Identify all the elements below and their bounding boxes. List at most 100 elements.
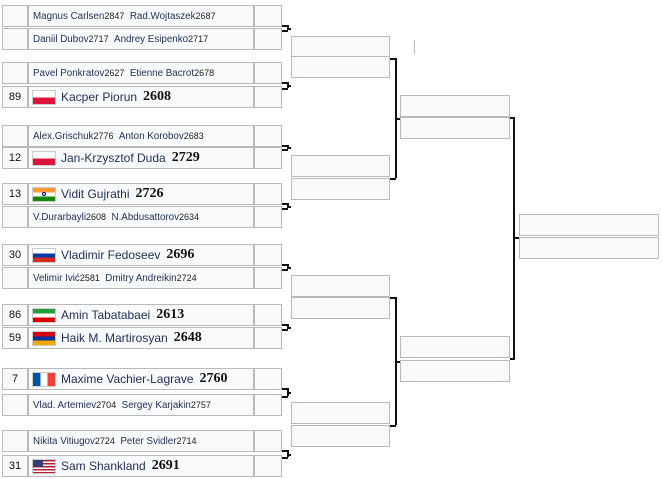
seed-cell bbox=[2, 430, 28, 452]
player-rating: 2613 bbox=[156, 307, 185, 322]
player-cell[interactable]: Alex.Grischuk 2776 Anton Korobov 2683 bbox=[28, 125, 254, 147]
seed-cell: 86 bbox=[2, 304, 28, 326]
player-cell[interactable]: Vlad. Artemiev 2704 Sergey Karjakin 2757 bbox=[28, 394, 254, 416]
seed-cell bbox=[2, 125, 28, 147]
bracket-connector bbox=[282, 145, 288, 147]
player-name: Andrey Esipenko bbox=[114, 33, 189, 45]
round2-slot[interactable] bbox=[291, 425, 390, 447]
player-rating: 2634 bbox=[179, 212, 200, 222]
player-cell[interactable]: Magnus Carlsen 2847 Rad.Wojtaszek 2687 bbox=[28, 5, 254, 27]
player-rating: 2678 bbox=[194, 68, 215, 78]
player-cell[interactable]: Vladimir Fedoseev 2696 bbox=[28, 244, 254, 266]
bracket-connector bbox=[282, 269, 288, 271]
bracket-connector bbox=[282, 82, 288, 84]
player-name: Vladimir Fedoseev bbox=[61, 248, 161, 262]
player-rating: 2757 bbox=[190, 400, 211, 410]
final-slot[interactable] bbox=[519, 237, 659, 259]
bracket-connector bbox=[287, 85, 291, 87]
player-name: Vidit Gujrathi bbox=[61, 187, 130, 201]
bracket-connector bbox=[282, 396, 288, 398]
player-rating: 2760 bbox=[199, 371, 228, 386]
round3-slot[interactable] bbox=[400, 336, 510, 358]
player-cell[interactable]: Kacper Piorun 2608 bbox=[28, 86, 254, 108]
seed-cell bbox=[2, 62, 28, 84]
bracket-connector bbox=[282, 457, 288, 459]
round2-slot[interactable] bbox=[291, 402, 390, 424]
flag-ru-icon bbox=[33, 248, 55, 262]
player-cell[interactable]: Velimir Ivić 2581 Dmitry Andreikin 2724 bbox=[28, 267, 254, 289]
final-slot[interactable] bbox=[519, 214, 659, 236]
bracket-connector bbox=[282, 208, 288, 210]
score-cell bbox=[254, 304, 282, 326]
player-cell[interactable]: Daniil Dubov 2717 Andrey Esipenko 2717 bbox=[28, 28, 254, 50]
seed-number: 31 bbox=[8, 460, 22, 472]
flag-in-icon bbox=[33, 187, 55, 201]
player-rating: 2724 bbox=[94, 436, 115, 446]
player-name: Sam Shankland bbox=[61, 459, 146, 473]
player-name: Jan-Krzysztof Duda bbox=[61, 151, 166, 165]
player-name: Velimir Ivić bbox=[33, 272, 80, 284]
bracket-connector bbox=[287, 28, 291, 30]
bracket-connector bbox=[287, 147, 291, 149]
seed-cell bbox=[2, 206, 28, 228]
bracket-connector bbox=[287, 327, 291, 329]
bracket-connector bbox=[282, 450, 288, 452]
score-cell bbox=[254, 394, 282, 416]
player-name: Peter Svidler bbox=[120, 435, 177, 447]
player-cell[interactable]: Vidit Gujrathi 2726 bbox=[28, 183, 254, 205]
seed-cell: 30 bbox=[2, 244, 28, 266]
player-cell[interactable]: Nikita Vitiugov 2724 Peter Svidler 2714 bbox=[28, 430, 254, 452]
player-name: Etienne Bacrot bbox=[129, 67, 195, 79]
player-rating: 2847 bbox=[104, 11, 125, 21]
player-cell[interactable]: Pavel Ponkratov 2627 Etienne Bacrot 2678 bbox=[28, 62, 254, 84]
round3-slot[interactable] bbox=[400, 360, 510, 382]
player-rating: 2608 bbox=[143, 89, 172, 104]
round3-slot[interactable] bbox=[400, 117, 510, 139]
bracket-connector bbox=[287, 264, 289, 269]
player-name: Nikita Vitiugov bbox=[33, 435, 95, 447]
player-name: Sergey Karjakin bbox=[121, 399, 191, 411]
round2-slot[interactable] bbox=[291, 275, 390, 297]
flag-am-icon bbox=[33, 331, 55, 345]
score-cell bbox=[254, 28, 282, 50]
player-rating: 2696 bbox=[166, 247, 195, 262]
player-name: Daniil Dubov bbox=[33, 33, 89, 45]
bracket-connector bbox=[282, 324, 288, 326]
round3-slot[interactable] bbox=[400, 95, 510, 117]
seed-number: 86 bbox=[8, 309, 22, 321]
player-name: Magnus Carlsen bbox=[33, 10, 105, 22]
score-cell bbox=[254, 125, 282, 147]
score-cell bbox=[254, 368, 282, 390]
score-cell bbox=[254, 5, 282, 27]
player-name: Kacper Piorun bbox=[61, 90, 138, 104]
bracket-connector bbox=[287, 25, 289, 30]
player-name: Rad.Wojtaszek bbox=[129, 10, 196, 22]
bracket-connector bbox=[282, 388, 288, 390]
seed-number: 12 bbox=[8, 152, 22, 164]
player-cell[interactable]: V.Durarbayli 2608 N.Abdusattorov 2634 bbox=[28, 206, 254, 228]
player-name: Dmitry Andreikin bbox=[105, 272, 177, 284]
flag-ir-icon bbox=[33, 308, 55, 322]
player-rating: 2687 bbox=[195, 11, 216, 21]
bracket-connector bbox=[282, 30, 288, 32]
round2-slot[interactable] bbox=[291, 297, 390, 319]
score-cell bbox=[254, 147, 282, 169]
player-name: V.Durarbayli bbox=[33, 211, 87, 223]
seed-cell: 59 bbox=[2, 327, 28, 349]
bracket-connector bbox=[287, 267, 291, 269]
round2-slot[interactable] bbox=[291, 155, 390, 177]
round2-slot[interactable] bbox=[291, 36, 390, 58]
bracket-connector bbox=[287, 454, 291, 456]
player-name: Haik M. Martirosyan bbox=[61, 331, 168, 345]
divider bbox=[414, 40, 415, 54]
bracket-connector bbox=[513, 237, 519, 239]
seed-cell: 31 bbox=[2, 455, 28, 477]
round2-slot[interactable] bbox=[291, 56, 390, 78]
player-rating: 2726 bbox=[135, 186, 164, 201]
round2-slot[interactable] bbox=[291, 178, 390, 200]
